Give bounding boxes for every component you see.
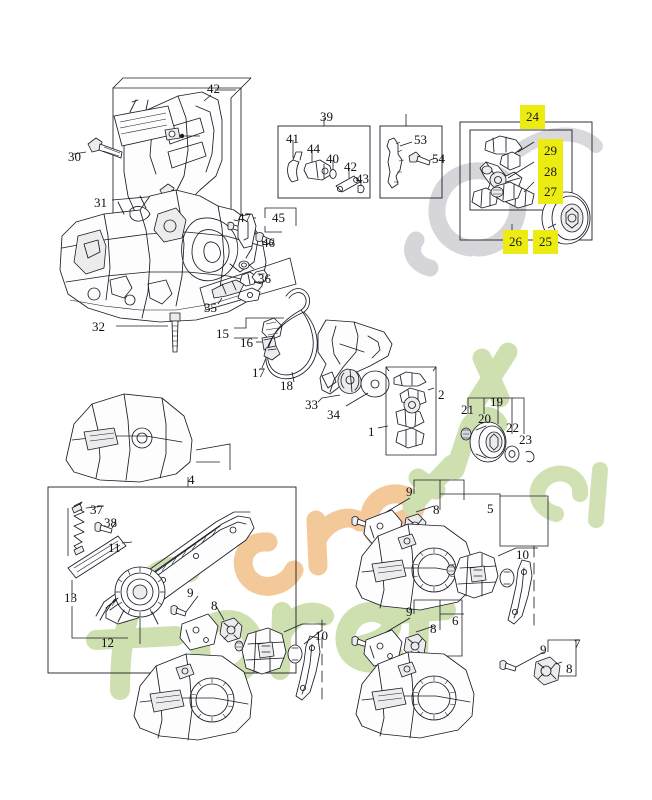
callout-54: 54: [432, 151, 445, 166]
callout-9: 9: [540, 642, 547, 657]
callout-26: 26: [503, 230, 528, 254]
callout-22: 22: [506, 420, 519, 435]
callout-33: 33: [305, 397, 318, 412]
callout-23: 23: [519, 432, 532, 447]
callout-9: 9: [406, 484, 413, 499]
group-box-53-54: [379, 114, 443, 199]
callout-36: 36: [258, 271, 271, 286]
group-cover-left-mid: [65, 393, 231, 483]
callout-2: 2: [438, 387, 445, 402]
callout-29: 29: [538, 139, 563, 163]
callout-4: 4: [188, 472, 195, 487]
callout-38: 38: [104, 515, 117, 530]
callout-39: 39: [320, 109, 333, 124]
group-cover-5: [351, 479, 549, 611]
group-tensioner-10-upper: [446, 545, 538, 627]
callout-27: 27: [538, 180, 563, 204]
callout-24: 24: [520, 105, 545, 129]
callout-10: 10: [315, 628, 328, 643]
callout-6: 6: [452, 613, 459, 628]
group-cover-6: [351, 599, 475, 739]
group-35-36: [199, 257, 297, 311]
group-screw-32: [116, 312, 181, 353]
callout-11: 11: [108, 540, 121, 555]
callout-1: 1: [368, 424, 375, 439]
callout-15: 15: [216, 326, 229, 341]
callout-25: 25: [533, 230, 558, 254]
callout-7: 7: [574, 636, 581, 651]
group-34-spring-washer: [317, 368, 390, 407]
callout-8: 8: [211, 598, 218, 613]
callout-13: 13: [64, 590, 77, 605]
group-box-39: [277, 118, 371, 199]
callout-17: 17: [252, 365, 265, 380]
callout-45: 45: [272, 210, 285, 225]
callout-34: 34: [327, 407, 340, 422]
callout-44: 44: [307, 141, 320, 156]
group-box-4-bar-chain: [47, 477, 297, 741]
group-sprocket-19-23: [460, 397, 535, 463]
callout-9: 9: [187, 585, 194, 600]
callout-8: 8: [566, 661, 573, 676]
callout-30: 30: [68, 149, 81, 164]
callout-8: 8: [430, 621, 437, 636]
callout-46: 46: [262, 235, 275, 250]
callout-8: 8: [433, 502, 440, 517]
callout-9: 9: [406, 604, 413, 619]
callout-43: 43: [356, 171, 369, 186]
group-clutch-1-2: [377, 366, 437, 456]
callout-35: 35: [204, 300, 217, 315]
group-hand-guard-33: [317, 319, 393, 395]
callout-53: 53: [414, 132, 427, 147]
callout-42: 42: [207, 81, 220, 96]
callout-21: 21: [461, 402, 474, 417]
callout-37: 37: [90, 502, 103, 517]
callout-19: 19: [490, 394, 503, 409]
callout-5: 5: [487, 501, 494, 516]
callout-18: 18: [280, 378, 293, 393]
callout-31: 31: [94, 195, 107, 210]
callout-10: 10: [516, 547, 529, 562]
group-17-18-brake-band: [261, 288, 318, 383]
group-tensioner-10-lower: [234, 619, 326, 701]
callout-47: 47: [238, 210, 251, 225]
group-box-24-29: [459, 112, 593, 245]
callout-20: 20: [478, 411, 491, 426]
group-45-46-47: [227, 207, 297, 249]
callout-12: 12: [101, 635, 114, 650]
group-engine-housing: [59, 189, 267, 323]
callout-41: 41: [286, 131, 299, 146]
callout-16: 16: [240, 335, 253, 350]
callout-42: 42: [344, 159, 357, 174]
callout-32: 32: [92, 319, 105, 334]
callout-40: 40: [326, 151, 339, 166]
group-7-8-9: [499, 639, 577, 686]
group-15-16: [234, 317, 284, 351]
